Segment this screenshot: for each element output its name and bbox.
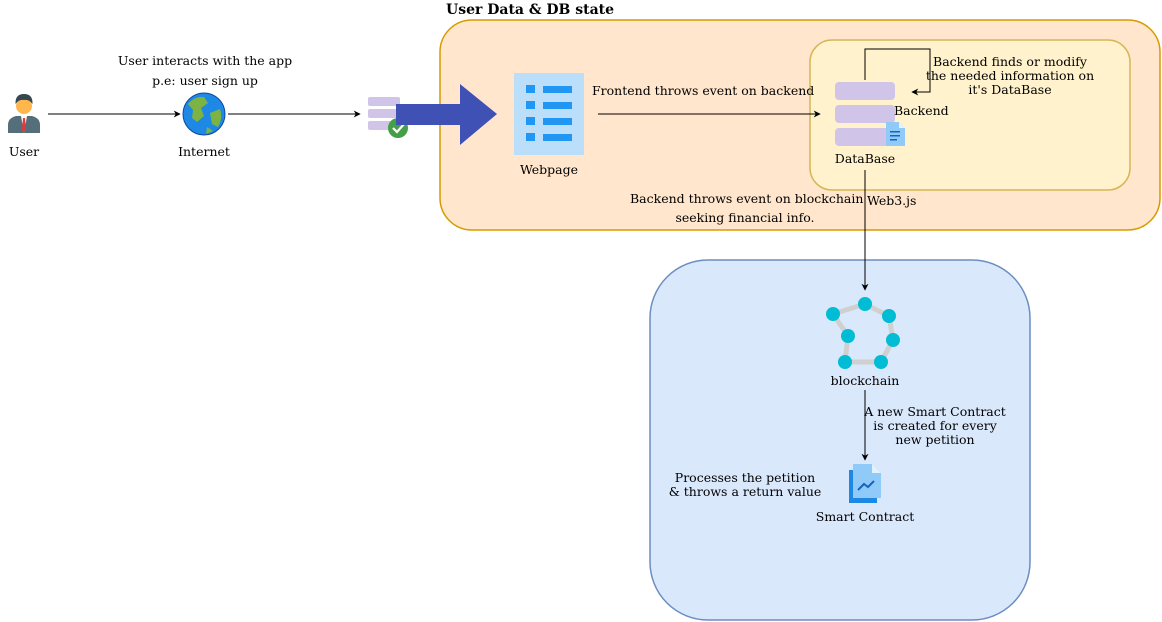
group-title: User Data & DB state <box>446 2 615 18</box>
edge-backend-loop <box>864 48 931 96</box>
web3-tag: Web3.js <box>867 193 917 208</box>
server-icon <box>368 97 408 138</box>
contract-creation-label-line2: is created for every <box>873 418 997 433</box>
frontend-event-label: Frontend throws event on backend <box>592 83 815 98</box>
backend-label: Backend <box>894 103 949 118</box>
user-interaction-label-line2: p.e: user sign up <box>152 73 258 88</box>
smart-contract-label: Smart Contract <box>815 509 915 524</box>
user-label: User <box>8 144 40 159</box>
blockchain-icon <box>826 297 900 369</box>
user-icon <box>8 94 40 133</box>
blockchain-event-label-line1: Backend throws event on blockchain <box>630 191 864 206</box>
internet-globe-icon <box>182 92 226 136</box>
webpage-icon <box>514 73 584 155</box>
blockchain-event-label-line2: seeking financial info. <box>675 210 815 225</box>
database-label: DataBase <box>834 151 896 166</box>
database-icon <box>835 82 905 146</box>
contract-note-line1: Processes the petition <box>674 470 816 485</box>
backend-loop-label-line3: it's DataBase <box>968 82 1052 97</box>
contract-creation-label-line1: A new Smart Contract <box>864 404 1006 419</box>
blockchain-group <box>649 259 1031 621</box>
backend-loop-label-line2: the needed information on <box>925 68 1095 83</box>
contract-note-line2: & throws a return value <box>668 484 822 499</box>
smart-contract-icon <box>849 464 881 503</box>
big-arrow-icon <box>396 84 497 145</box>
user-interaction-label-line1: User interacts with the app <box>117 53 293 68</box>
contract-creation-label-line3: new petition <box>895 432 975 447</box>
backend-loop-label-line1: Backend finds or modify <box>933 54 1087 69</box>
webpage-label: Webpage <box>519 162 579 177</box>
blockchain-label: blockchain <box>830 373 900 388</box>
backend-group <box>809 39 1131 191</box>
internet-label: Internet <box>178 144 230 159</box>
